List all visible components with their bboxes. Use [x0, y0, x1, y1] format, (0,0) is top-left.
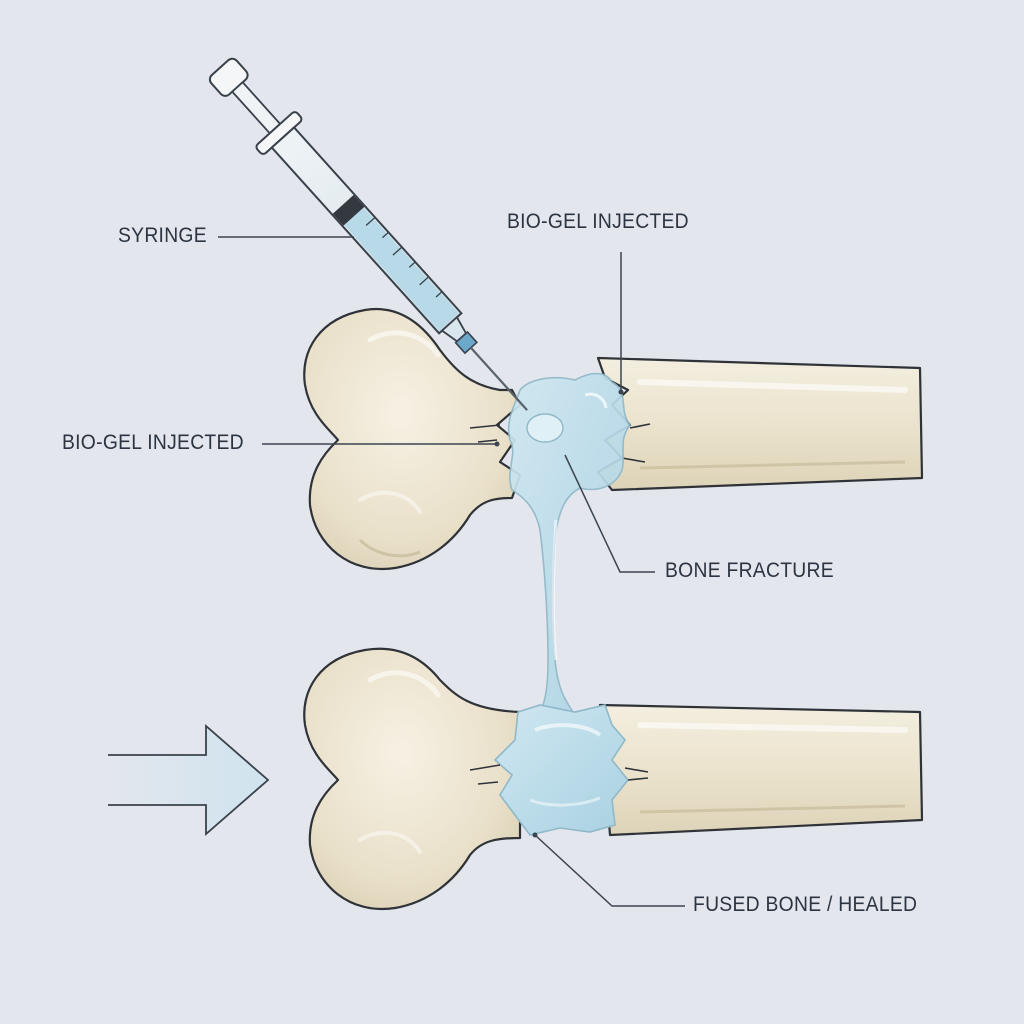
bone-head-bottom — [303, 647, 522, 911]
fused-bone — [303, 647, 924, 911]
syringe-icon — [208, 57, 528, 411]
bio-gel-injected-top — [507, 372, 632, 716]
bone-head-top — [303, 307, 522, 571]
label-biogel-injected-top: BIO-GEL INJECTED — [507, 210, 689, 233]
leader-lines — [218, 236, 685, 907]
label-biogel-injected-left: BIO-GEL INJECTED — [62, 431, 244, 454]
leader-fused — [534, 834, 685, 907]
leader-fracture — [564, 454, 655, 573]
fused-gel-block — [493, 704, 630, 836]
label-syringe: SYRINGE — [118, 224, 207, 247]
arrow-right-icon — [108, 724, 270, 836]
fractured-bone — [303, 307, 924, 571]
label-fused-bone: FUSED BONE / HEALED — [693, 893, 918, 916]
label-bone-fracture: BONE FRACTURE — [665, 559, 834, 582]
